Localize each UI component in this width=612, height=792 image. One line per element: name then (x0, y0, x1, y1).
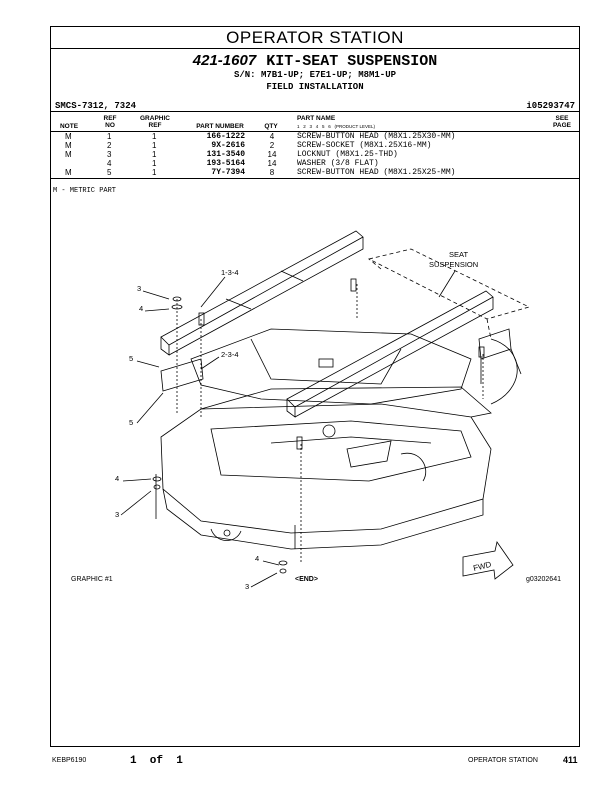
header-part-name: PART NAME (297, 115, 336, 122)
suspension-label: SUSPENSION (429, 260, 478, 269)
footer-section: OPERATOR STATION (468, 757, 538, 764)
header-graphic-top: GRAPHIC (140, 115, 170, 122)
fwd-arrow (462, 541, 514, 580)
cell-part-number: 9X-2616 (211, 141, 245, 150)
section-title: OPERATOR STATION (51, 27, 579, 49)
callout-5-lower: 5 (129, 418, 133, 427)
header-qty: QTY (264, 123, 278, 130)
cell-part-name: LOCKNUT (M8X1.25-THD) (297, 150, 398, 159)
header-ref-bottom: NO (105, 122, 115, 129)
page-frame: OPERATOR STATION 421-1607 KIT-SEAT SUSPEN… (50, 26, 580, 747)
cell-ref: 5 (107, 168, 112, 177)
kit-part-number: 421-1607 (192, 52, 257, 69)
cell-note: M (65, 168, 72, 177)
seat-base-outline (160, 403, 492, 534)
cell-note: M (65, 132, 72, 141)
header-see-bottom: PAGE (553, 122, 571, 129)
illustration-id: i05293747 (526, 101, 575, 111)
kit-name: KIT-SEAT SUSPENSION (266, 53, 438, 70)
table-row: 4 1 193-5164 14 WASHER (3/8 FLAT) (51, 159, 579, 168)
metric-part-note: M - METRIC PART (53, 187, 117, 195)
callout-4-left: 4 (115, 474, 119, 483)
callout-4-top: 4 (139, 304, 143, 313)
header-graphic-bottom: REF (148, 122, 162, 129)
callout-4-bottom: 4 (255, 554, 259, 563)
right-rail (286, 290, 494, 408)
table-header-rule (51, 131, 579, 132)
table-bottom-rule (51, 178, 579, 179)
cell-part-number: 7Y-7394 (211, 168, 245, 177)
cell-qty: 4 (269, 132, 275, 141)
footer-page-of: 1 of 1 (130, 755, 183, 767)
graphic-end-marker: <END> (295, 576, 318, 583)
cell-qty: 2 (269, 141, 275, 150)
callout-3-bottom: 3 (245, 582, 249, 591)
cell-ref: 2 (107, 141, 112, 150)
cell-qty: 14 (267, 150, 277, 159)
cell-graphic: 1 (152, 150, 157, 159)
exploded-view-graphic: 1-3-4 2-3-4 3 4 5 5 4 3 4 3 SEAT SUSPENS… (115, 230, 531, 591)
cell-part-name: SCREW-SOCKET (M8X1.25X16-MM) (297, 141, 432, 150)
callout-2-3-4: 2-3-4 (221, 350, 239, 359)
callout-3-left: 3 (115, 510, 119, 519)
cell-note: M (65, 141, 72, 150)
cell-qty: 8 (269, 168, 275, 177)
left-rail (160, 230, 364, 346)
header-part-number: PART NUMBER (196, 123, 244, 130)
cell-graphic: 1 (152, 132, 157, 141)
cell-part-number: 131-3540 (206, 150, 245, 159)
footer-doc-id: KEBP6190 (52, 757, 87, 764)
cell-part-name: SCREW-BUTTON HEAD (M8X1.25X30-MM) (297, 132, 456, 141)
cell-ref: 1 (107, 132, 112, 141)
callout-1-3-4: 1-3-4 (221, 268, 239, 277)
table-row: M 5 1 7Y-7394 8 SCREW-BUTTON HEAD (M8X1.… (51, 168, 579, 177)
fwd-label: FWD (472, 560, 492, 573)
table-row: M 3 1 131-3540 14 LOCKNUT (M8X1.25-THD) (51, 150, 579, 159)
footer-page-number: 411 (563, 755, 578, 765)
cell-graphic: 1 (152, 141, 157, 150)
cell-graphic: 1 (152, 168, 157, 177)
cell-part-number: 166-1222 (206, 132, 245, 141)
cell-part-name: SCREW-BUTTON HEAD (M8X1.25X25-MM) (297, 168, 456, 177)
callout-3-top: 3 (137, 284, 141, 293)
cell-part-name: WASHER (3/8 FLAT) (297, 159, 379, 168)
mechanism-plate (190, 328, 472, 405)
cell-note: M (65, 150, 72, 159)
header-product-level: 1 2 3 4 5 6 (PRODUCT LEVEL) (297, 124, 375, 129)
callout-5-upper: 5 (129, 354, 133, 363)
graphic-caption: GRAPHIC #1 (71, 576, 113, 583)
cell-ref: 3 (107, 150, 112, 159)
header-ref-top: REF (103, 115, 117, 122)
cell-graphic: 1 (152, 159, 157, 168)
header-note: NOTE (59, 123, 79, 130)
kit-title: 421-1607 KIT-SEAT SUSPENSION (51, 52, 579, 70)
cell-part-number: 193-5164 (206, 159, 245, 168)
cell-ref: 4 (107, 159, 112, 168)
table-top-rule (51, 111, 579, 112)
table-row: M 2 1 9X-2616 2 SCREW-SOCKET (M8X1.25X16… (51, 141, 579, 150)
cell-qty: 14 (267, 159, 277, 168)
table-row: M 1 1 166-1222 4 SCREW-BUTTON HEAD (M8X1… (51, 132, 579, 141)
serial-numbers: S/N: M7B1-UP; E7E1-UP; M8M1-UP (233, 70, 397, 80)
header-see-top: SEE (555, 115, 569, 122)
smcs-code: SMCS-7312, 7324 (55, 101, 137, 111)
installation-type: FIELD INSTALLATION (266, 82, 364, 92)
left-bracket (160, 358, 204, 392)
seat-label: SEAT (449, 250, 468, 259)
graphic-id: g03202641 (525, 576, 561, 583)
